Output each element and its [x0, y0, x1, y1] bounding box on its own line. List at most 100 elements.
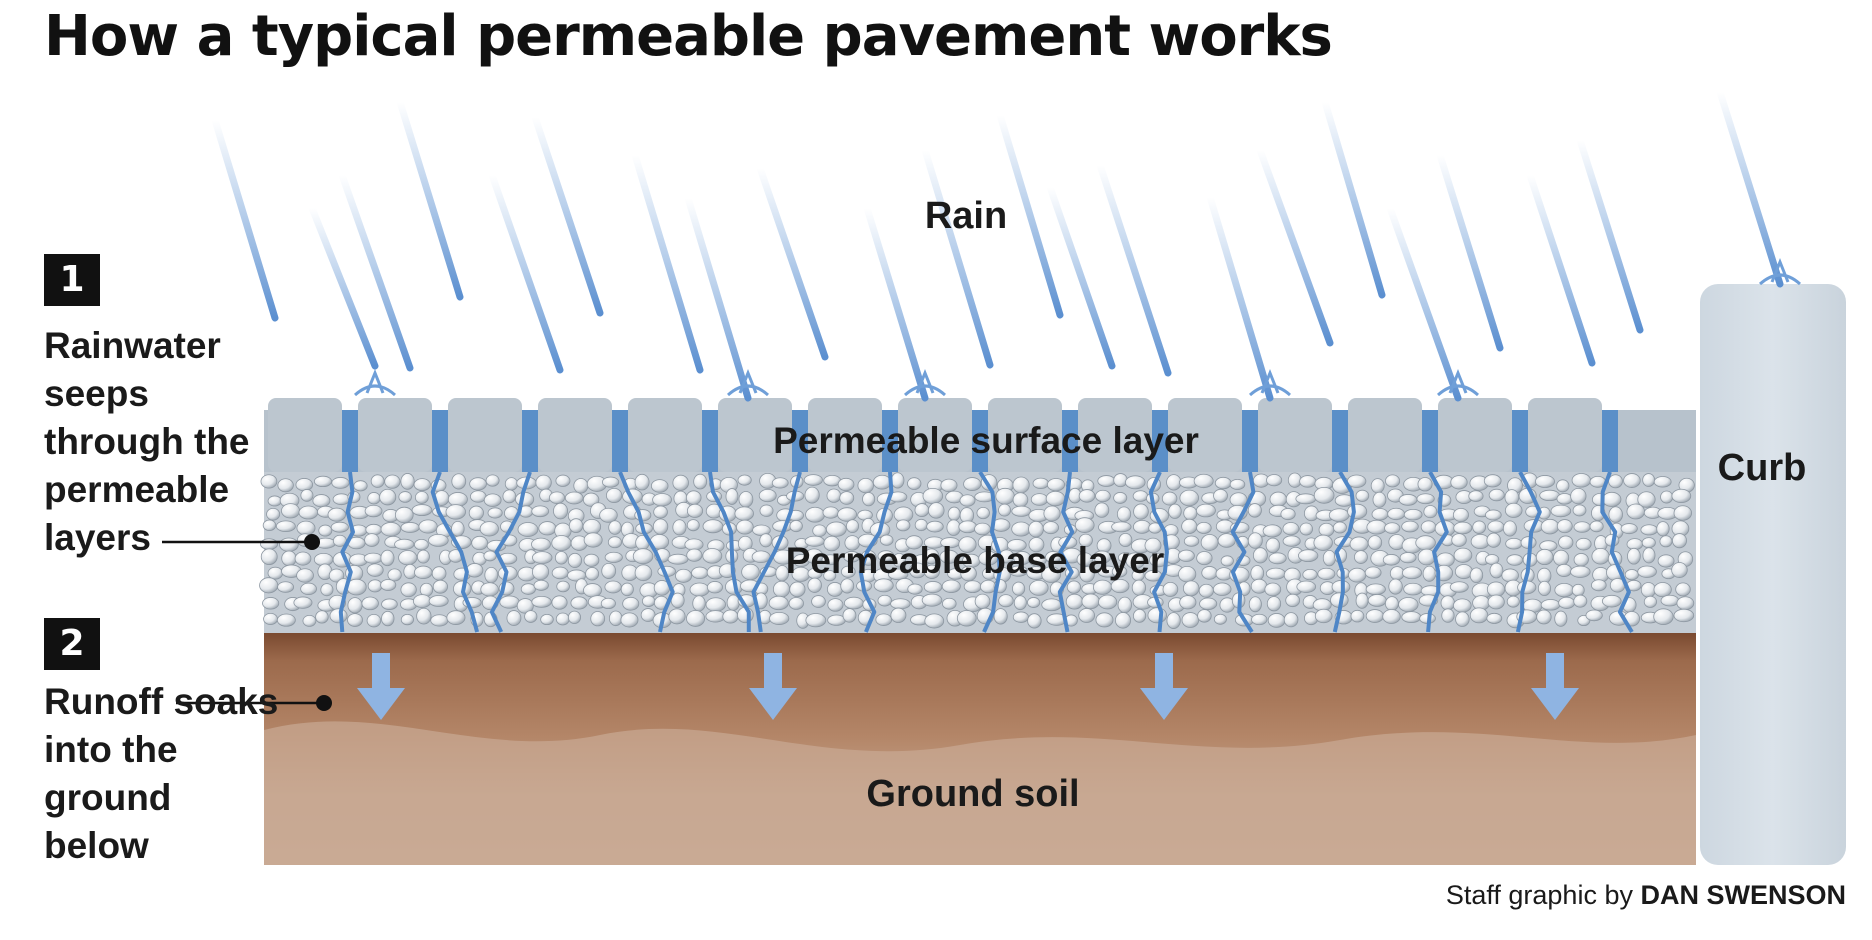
pebble — [398, 491, 412, 503]
pebble — [840, 565, 856, 578]
pebble — [1387, 507, 1406, 521]
pebble — [1268, 552, 1287, 565]
pebble — [1041, 598, 1062, 612]
pebble — [380, 549, 395, 567]
pebble — [634, 564, 653, 582]
pebble — [840, 578, 855, 594]
pebble — [1673, 608, 1695, 623]
pebble — [825, 521, 847, 537]
pebble — [1608, 474, 1623, 489]
pebble — [702, 548, 723, 564]
pebble — [379, 488, 397, 506]
pebble — [672, 519, 687, 536]
water-channel — [1426, 471, 1449, 633]
pebble — [601, 476, 620, 488]
pebble — [1653, 582, 1672, 598]
pebble — [622, 596, 640, 611]
pebble — [788, 597, 804, 610]
pebble — [846, 519, 860, 534]
pebble — [995, 487, 1015, 505]
pebble — [1556, 479, 1570, 493]
pebble — [1125, 475, 1146, 490]
pebble — [993, 608, 1008, 625]
pebble — [1485, 509, 1502, 521]
pebble — [890, 598, 911, 610]
pebble — [573, 478, 589, 494]
pebble — [1028, 537, 1045, 553]
pebble — [332, 493, 351, 506]
rain-streak — [308, 204, 379, 370]
pebble — [1384, 522, 1401, 534]
pebble — [1197, 609, 1212, 623]
pebble — [531, 563, 550, 581]
pebble — [1660, 594, 1680, 607]
pebble — [862, 492, 876, 507]
pebble — [540, 613, 554, 626]
pebble — [502, 489, 517, 504]
rain-streak — [338, 171, 414, 372]
pebble — [1011, 505, 1032, 517]
pebble — [585, 567, 600, 581]
paver — [1438, 398, 1512, 472]
pebble — [295, 478, 314, 492]
water-channel — [1515, 471, 1542, 633]
pebble — [843, 551, 861, 563]
pebble — [1267, 613, 1286, 628]
pebble — [702, 519, 724, 534]
pebble — [1556, 519, 1573, 534]
pebble — [873, 578, 894, 593]
pebble — [958, 520, 978, 534]
paver-joint — [1332, 410, 1348, 472]
paver — [538, 398, 612, 472]
pebble — [445, 504, 466, 520]
step-2-text: Runoff soaks into the ground below — [44, 681, 279, 866]
pebble — [296, 520, 316, 536]
paver-joint — [1152, 410, 1168, 472]
pebble — [1045, 490, 1066, 507]
pebble — [1573, 594, 1588, 608]
pebble — [959, 494, 976, 507]
pebble — [313, 475, 333, 488]
pebble — [1115, 612, 1132, 629]
pebble — [1675, 582, 1691, 597]
pebble — [1436, 552, 1455, 568]
pebbles — [259, 472, 1695, 629]
pebble — [1198, 583, 1214, 598]
pebble — [400, 473, 415, 490]
pebble — [590, 611, 606, 627]
pebble — [1450, 475, 1468, 490]
pebble — [1468, 490, 1484, 502]
water-channel — [1332, 470, 1356, 633]
pebble — [506, 610, 522, 627]
pebble — [604, 580, 622, 594]
rain-streak — [1096, 161, 1172, 377]
pebble — [1302, 569, 1318, 581]
pebble — [963, 580, 982, 594]
pebble — [722, 609, 739, 624]
pebble — [1078, 608, 1095, 623]
pebble — [414, 565, 433, 580]
pebble — [1168, 503, 1182, 519]
pebble — [924, 613, 945, 629]
pebble — [1659, 535, 1673, 548]
pebble — [1283, 612, 1299, 628]
pebble — [1676, 596, 1695, 611]
pebble — [1113, 492, 1128, 504]
pebble — [998, 503, 1012, 517]
pebble — [1637, 491, 1656, 508]
rain-label: Rain — [925, 195, 1007, 237]
pebble — [686, 548, 703, 562]
pebble — [1399, 552, 1417, 564]
pebble — [803, 474, 823, 486]
pebble — [890, 607, 907, 623]
pebble — [1299, 475, 1317, 488]
pebble — [384, 474, 401, 489]
pebble — [1250, 565, 1265, 582]
pebble — [394, 538, 415, 550]
pebble — [262, 519, 277, 532]
rain-streak — [1576, 136, 1644, 334]
pebble — [1620, 523, 1638, 535]
pebble — [1504, 489, 1520, 506]
pebble — [1181, 518, 1198, 534]
